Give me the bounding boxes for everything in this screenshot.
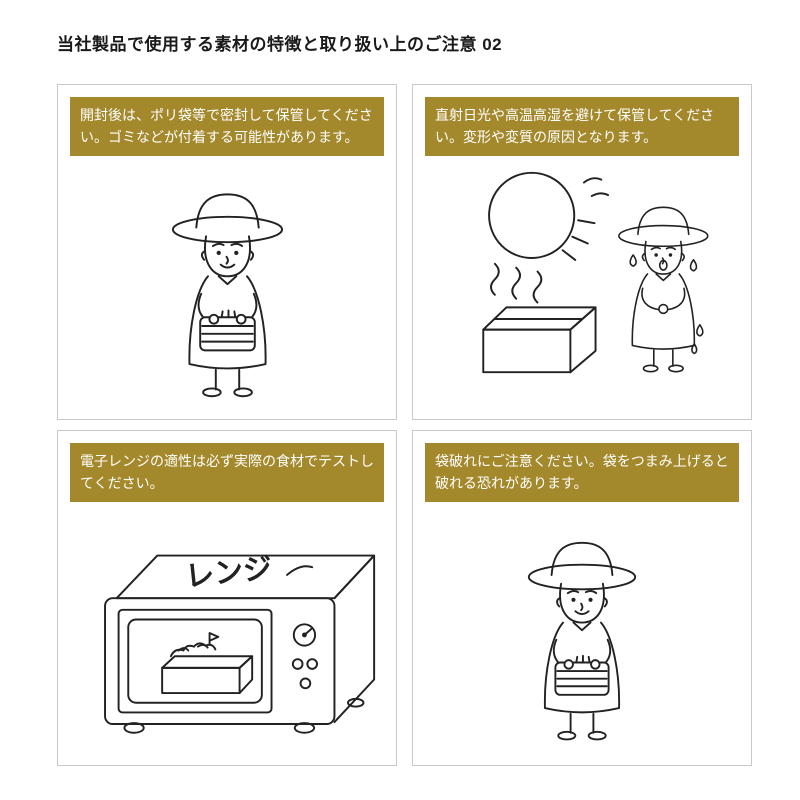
page-title: 当社製品で使用する素材の特徴と取り扱い上のご注意 02: [57, 35, 503, 54]
panel-grid: 開封後は、ポリ袋等で密封して保管してください。ゴミなどが付着する可能性があります…: [57, 84, 752, 766]
left-hand: [207, 313, 219, 325]
sun: [488, 171, 610, 261]
panel-seal-after-opening: 開封後は、ポリ袋等で密封して保管してください。ゴミなどが付着する可能性があります…: [57, 84, 397, 420]
left-arm: [641, 287, 661, 311]
worried-mouth: [658, 259, 668, 271]
illustration-person-holding-sealed-bags: [58, 156, 396, 419]
sweat-drops: [629, 253, 704, 354]
right-hand: [590, 658, 601, 670]
panel-avoid-sunlight-heat: 直射日光や高温高湿を避けて保管してください。変形や変質の原因となります。: [412, 84, 752, 420]
bento-box-inside: [161, 631, 254, 694]
heat-waves: [490, 262, 543, 304]
microwave-drawing: レンジ: [104, 552, 376, 734]
illustration-person-pinching-bags: [413, 502, 751, 765]
microwave-feet: [123, 697, 365, 734]
panel-caption: 直射日光や高温高湿を避けて保管してください。変形や変質の原因となります。: [425, 97, 739, 157]
label-flourish: [286, 564, 314, 576]
panel-caption: 電子レンジの適性は必ず実際の食材でテストしてください。: [70, 443, 384, 503]
panel-microwave-test: 電子レンジの適性は必ず実際の食材でテストしてください。: [57, 430, 397, 766]
panel-bag-tear-warning: 袋破れにご注意ください。袋をつまみ上げると破れる恐れがあります。: [412, 430, 752, 766]
person-figure: [527, 541, 637, 741]
sweating-person-figure: [618, 206, 709, 373]
left-hand: [563, 658, 574, 670]
panel-caption: 袋破れにご注意ください。袋をつまみ上げると破れる恐れがあります。: [425, 443, 739, 503]
food-pick-flag: [208, 631, 220, 646]
microwave-label-text: レンジ: [184, 552, 274, 593]
bag-stack: [554, 654, 610, 696]
illustration-sun-box-sweating-person: [413, 156, 751, 419]
control-knobs: [291, 623, 318, 689]
clasped-hands: [658, 303, 669, 314]
right-arm: [666, 287, 686, 311]
sun-heat-drawing: [482, 171, 709, 373]
smile-mouth: [574, 609, 590, 615]
smile-mouth: [219, 263, 235, 269]
right-hand: [235, 313, 247, 325]
panel-caption: 開封後は、ポリ袋等で密封して保管してください。ゴミなどが付着する可能性があります…: [70, 97, 384, 157]
microwave-body: [104, 554, 376, 725]
microwave-door: [117, 608, 273, 714]
bag-stack: [198, 309, 256, 352]
person-figure: [171, 193, 283, 397]
person-with-bag-stack-drawing: [527, 541, 637, 741]
cardboard-box: [482, 306, 597, 373]
person-with-bag-stack-drawing: [171, 193, 283, 397]
illustration-microwave-oven: レンジ: [58, 502, 396, 765]
